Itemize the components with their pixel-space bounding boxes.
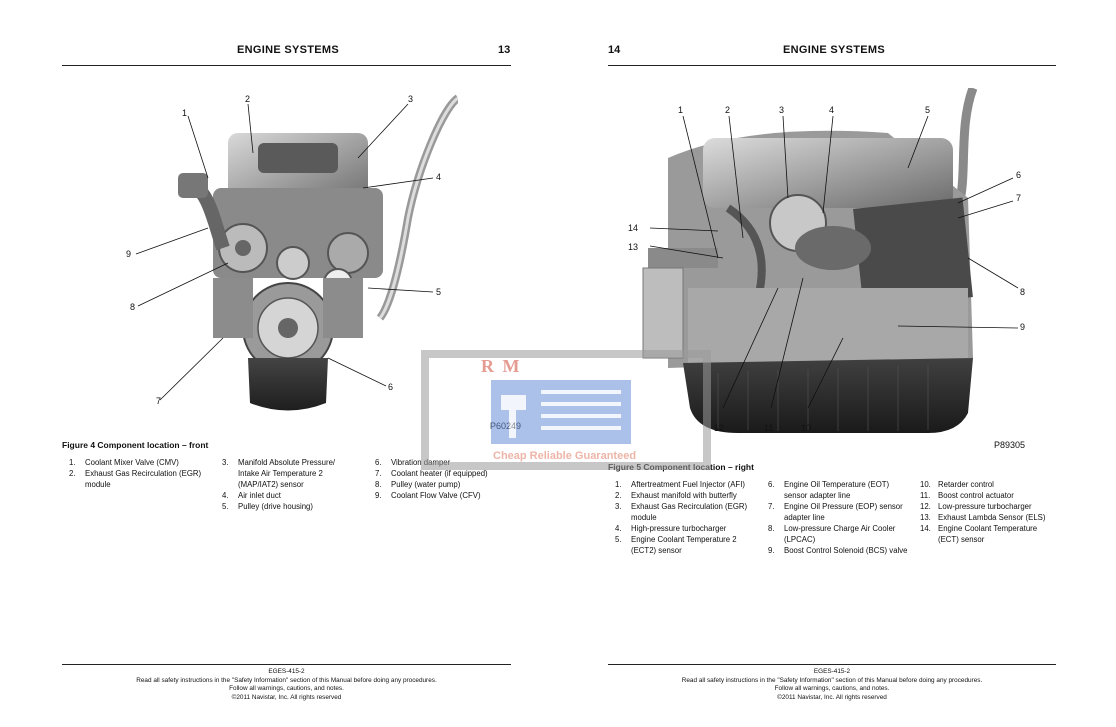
legend-item: 1.Aftertreatment Fuel Injector (AFI)	[615, 480, 745, 489]
callout-1: 1	[182, 108, 187, 118]
legend-item: 3.Exhaust Gas Recirculation (EGR) module	[615, 502, 748, 522]
legend-item: 5.Pulley (drive housing)	[222, 502, 313, 511]
callout-6: 6	[1016, 170, 1021, 180]
watermark-logo: R M Cheap Reliable Guaranteed	[421, 350, 711, 470]
callout-2: 2	[245, 94, 250, 104]
figure-caption: Figure 4 Component location – front	[62, 440, 209, 450]
callout-7: 7	[1016, 193, 1021, 203]
callout-9: 9	[1020, 322, 1025, 332]
legend-col-1: 1.Coolant Mixer Valve (CMV) 2.Exhaust Ga…	[69, 457, 214, 490]
left-page: ENGINE SYSTEMS 13	[62, 44, 521, 702]
footer-line-1: Read all safety instructions in the "Saf…	[681, 676, 983, 684]
page-footer: EGES-415-2 Read all safety instructions …	[608, 668, 1056, 702]
engine-right-figure: 1 2 3 4 5 6 7 8 9 10 11 12 13 14	[628, 88, 1048, 458]
callout-1: 1	[678, 105, 683, 115]
footer-line-2: Follow all warnings, cautions, and notes…	[229, 685, 344, 693]
legend-item: 8.Pulley (water pump)	[375, 480, 461, 489]
page-number: 13	[498, 44, 511, 56]
right-page: 14 ENGINE SYSTEMS	[558, 0, 1116, 727]
legend-item: 6.Engine Oil Temperature (EOT) sensor ad…	[768, 480, 890, 500]
legend-col-1: 1.Aftertreatment Fuel Injector (AFI) 2.E…	[615, 479, 755, 556]
legend-item: 9.Boost Control Solenoid (BCS) valve	[768, 546, 908, 555]
footer-rule	[608, 664, 1056, 665]
legend-item: 7.Coolant heater (if equipped)	[375, 469, 488, 478]
legend-item: 9.Coolant Flow Valve (CFV)	[375, 491, 481, 500]
callout-8: 8	[130, 302, 135, 312]
footer-line-3: ©2011 Navistar, Inc. All rights reserved	[231, 693, 342, 701]
callout-7: 7	[156, 396, 161, 406]
callout-3: 3	[779, 105, 784, 115]
watermark-brand: R M	[481, 356, 522, 376]
legend-item: 3.Manifold Absolute Pressure/ Intake Air…	[222, 458, 336, 489]
callout-4: 4	[436, 172, 441, 182]
footer-line-1: Read all safety instructions in the "Saf…	[136, 676, 437, 684]
watermark-tagline: Cheap Reliable Guaranteed	[493, 450, 637, 462]
header-rule	[608, 65, 1056, 66]
footer-rule	[62, 664, 511, 665]
callout-3: 3	[408, 94, 413, 104]
page-number: 14	[608, 44, 621, 56]
callout-2: 2	[725, 105, 730, 115]
legend-item: 7.Engine Oil Pressure (EOP) sensor adapt…	[768, 502, 903, 522]
page-footer: EGES-415-2 Read all safety instructions …	[62, 668, 511, 702]
legend-item: 14.Engine Coolant Temperature (ECT) sens…	[920, 524, 1038, 544]
legend-col-3: 10.Retarder control 11.Boost control act…	[920, 479, 1060, 545]
engine-front-figure: 1 2 3 4 5 6 7 8 9	[118, 88, 458, 428]
callout-5: 5	[436, 287, 441, 297]
footer-code: EGES-415-2	[268, 668, 305, 675]
callout-10: 10	[801, 423, 811, 433]
legend-item: 12.Low-pressure turbocharger	[920, 502, 1032, 511]
legend-item: 4.Air inlet duct	[222, 491, 281, 500]
legend-col-2: 6.Engine Oil Temperature (EOT) sensor ad…	[768, 479, 913, 556]
legend-item: 1.Coolant Mixer Valve (CMV)	[69, 458, 179, 467]
callout-8: 8	[1020, 287, 1025, 297]
footer-line-2: Follow all warnings, cautions, and notes…	[774, 685, 890, 693]
legend-item: 2.Exhaust Gas Recirculation (EGR) module	[69, 469, 202, 489]
legend-item: 13.Exhaust Lambda Sensor (ELS)	[920, 513, 1046, 522]
legend-item: 10.Retarder control	[920, 480, 994, 489]
legend-item: 2.Exhaust manifold with butterfly	[615, 491, 737, 500]
legend-item: 5.Engine Coolant Temperature 2 (ECT2) se…	[615, 535, 737, 555]
page-header: ENGINE SYSTEMS	[237, 44, 339, 56]
callout-13: 13	[628, 242, 638, 252]
callout-6: 6	[388, 382, 393, 392]
callout-9: 9	[126, 249, 131, 259]
legend-item: 11.Boost control actuator	[920, 491, 1014, 500]
callout-12: 12	[714, 423, 724, 433]
callout-4: 4	[829, 105, 834, 115]
header-rule	[62, 65, 511, 66]
callout-11: 11	[764, 423, 773, 433]
footer-code: EGES-415-2	[813, 668, 851, 675]
legend-item: 4.High-pressure turbocharger	[615, 524, 727, 533]
footer-line-3: ©2011 Navistar, Inc. All rights reserved	[777, 693, 887, 701]
legend-col-2: 3.Manifold Absolute Pressure/ Intake Air…	[222, 457, 357, 512]
legend-item: 8.Low-pressure Charge Air Cooler (LPCAC)	[768, 524, 896, 544]
page-header: ENGINE SYSTEMS	[783, 44, 885, 56]
callout-14: 14	[628, 223, 638, 233]
callout-5: 5	[925, 105, 930, 115]
figure-id: P89305	[994, 440, 1026, 450]
